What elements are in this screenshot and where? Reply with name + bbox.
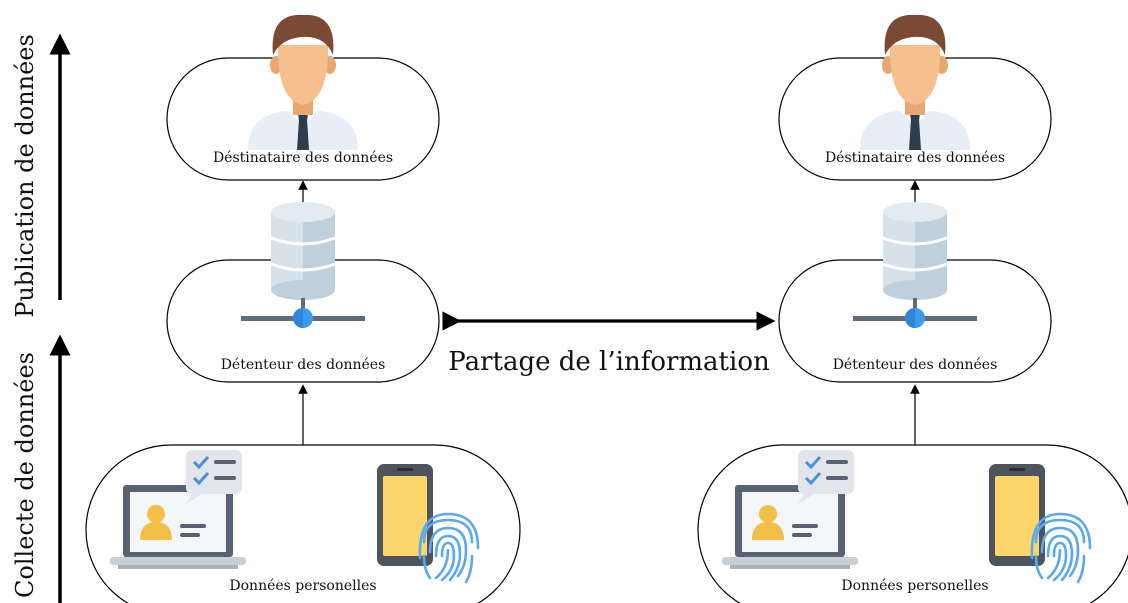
left-holder-label: Détenteur des données (221, 357, 386, 373)
left-recipient-label: Déstinataire des données (213, 150, 393, 166)
sharing-label: Partage de l’information (448, 347, 770, 377)
phone-icon (989, 464, 1045, 566)
right-column: Déstinataire des données Détenteur des d… (697, 14, 1128, 603)
phone-icon (377, 464, 433, 566)
left-column: Déstinataire des données Détenteur des d… (85, 14, 521, 603)
right-data-label: Données personelles (841, 578, 988, 594)
collecte-axis-label: Collecte de données (11, 352, 39, 598)
right-recipient-label: Déstinataire des données (825, 150, 1005, 166)
left-data-label: Données personelles (229, 578, 376, 594)
right-holder-label: Détenteur des données (833, 357, 998, 373)
publication-axis-label: Publication de données (11, 34, 39, 318)
